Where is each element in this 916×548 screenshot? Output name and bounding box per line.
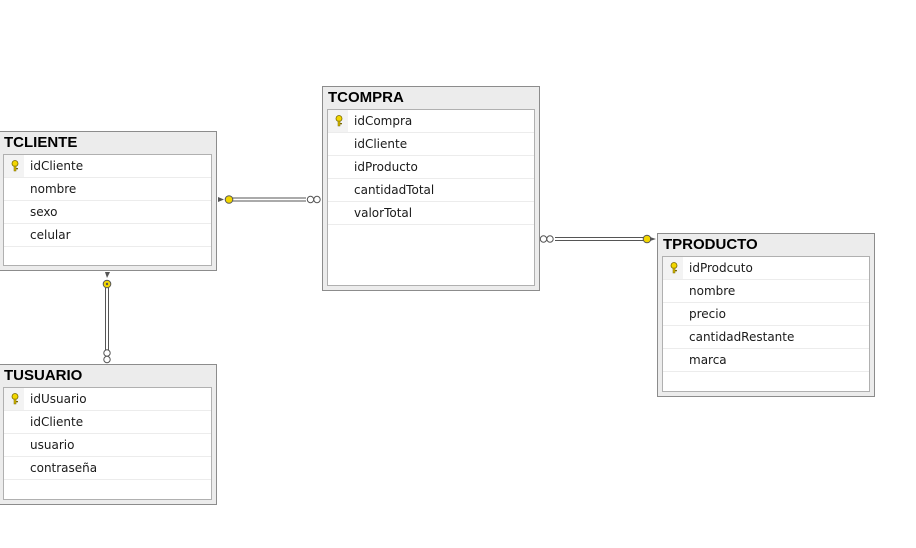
table-tusuario[interactable]: TUSUARIO idUsuario idCliente usuario con… bbox=[0, 364, 217, 505]
column-row[interactable]: nombre bbox=[4, 178, 211, 201]
table-columns: idProdcuto nombre precio cantidadRestant… bbox=[662, 256, 870, 392]
column-row[interactable]: idCliente bbox=[4, 411, 211, 434]
column-name: valorTotal bbox=[354, 206, 413, 220]
column-row[interactable]: sexo bbox=[4, 201, 211, 224]
column-name: idProducto bbox=[354, 160, 418, 174]
column-row[interactable]: nombre bbox=[663, 280, 869, 303]
column-name: idProdcuto bbox=[689, 261, 753, 275]
column-row[interactable]: marca bbox=[663, 349, 869, 372]
table-columns: idCompra idCliente idProducto cantidadTo… bbox=[327, 109, 535, 286]
column-row[interactable]: idProdcuto bbox=[663, 257, 869, 280]
primary-key-icon bbox=[670, 262, 678, 274]
column-name: contraseña bbox=[30, 461, 98, 475]
column-row[interactable]: precio bbox=[663, 303, 869, 326]
column-row[interactable]: celular bbox=[4, 224, 211, 247]
many-end-icon bbox=[103, 349, 111, 357]
many-end-icon bbox=[306, 195, 315, 204]
row-gutter bbox=[328, 110, 348, 132]
primary-key-icon bbox=[335, 115, 343, 127]
many-end-icon bbox=[539, 235, 548, 243]
relationship-tcliente-tusuario[interactable] bbox=[102, 272, 112, 364]
column-row[interactable]: idProducto bbox=[328, 156, 534, 179]
column-row[interactable]: usuario bbox=[4, 434, 211, 457]
row-gutter bbox=[4, 155, 24, 177]
column-row[interactable]: contraseña bbox=[4, 457, 211, 480]
table-columns: idUsuario idCliente usuario contraseña bbox=[3, 387, 212, 500]
column-name: idCliente bbox=[30, 159, 84, 173]
column-row[interactable]: valorTotal bbox=[328, 202, 534, 225]
column-row[interactable]: idCliente bbox=[4, 155, 211, 178]
one-end-icon bbox=[224, 195, 234, 204]
primary-key-icon bbox=[11, 393, 19, 405]
table-tcliente[interactable]: TCLIENTE idCliente nombre sexo celular bbox=[0, 131, 217, 271]
column-name: celular bbox=[30, 228, 71, 242]
table-title: TCLIENTE bbox=[4, 134, 78, 151]
column-row[interactable]: cantidadRestante bbox=[663, 326, 869, 349]
column-name: nombre bbox=[30, 182, 77, 196]
row-gutter bbox=[663, 257, 683, 279]
column-row[interactable]: idUsuario bbox=[4, 388, 211, 411]
column-name: nombre bbox=[689, 284, 736, 298]
column-name: usuario bbox=[30, 438, 75, 452]
table-title: TCOMPRA bbox=[328, 89, 404, 106]
table-tcompra[interactable]: TCOMPRA idCompra idCliente idProducto ca… bbox=[322, 86, 540, 291]
column-name: idCompra bbox=[354, 114, 413, 128]
table-tproducto[interactable]: TPRODUCTO idProdcuto nombre precio canti… bbox=[657, 233, 875, 397]
table-title: TPRODUCTO bbox=[663, 236, 758, 253]
column-name: idCliente bbox=[30, 415, 84, 429]
column-name: cantidadRestante bbox=[689, 330, 795, 344]
column-name: idUsuario bbox=[30, 392, 87, 406]
column-name: sexo bbox=[30, 205, 58, 219]
column-name: precio bbox=[689, 307, 726, 321]
table-title: TUSUARIO bbox=[4, 367, 83, 384]
relationship-tproducto-tcompra[interactable] bbox=[539, 234, 656, 244]
table-columns: idCliente nombre sexo celular bbox=[3, 154, 212, 266]
column-name: marca bbox=[689, 353, 727, 367]
primary-key-icon bbox=[11, 160, 19, 172]
one-end-icon bbox=[642, 234, 652, 244]
column-row[interactable]: idCompra bbox=[328, 110, 534, 133]
column-row[interactable]: cantidadTotal bbox=[328, 179, 534, 202]
row-gutter bbox=[4, 388, 24, 410]
column-name: idCliente bbox=[354, 137, 408, 151]
column-row[interactable]: idCliente bbox=[328, 133, 534, 156]
column-name: cantidadTotal bbox=[354, 183, 435, 197]
relationship-tcliente-tcompra[interactable] bbox=[218, 195, 321, 204]
